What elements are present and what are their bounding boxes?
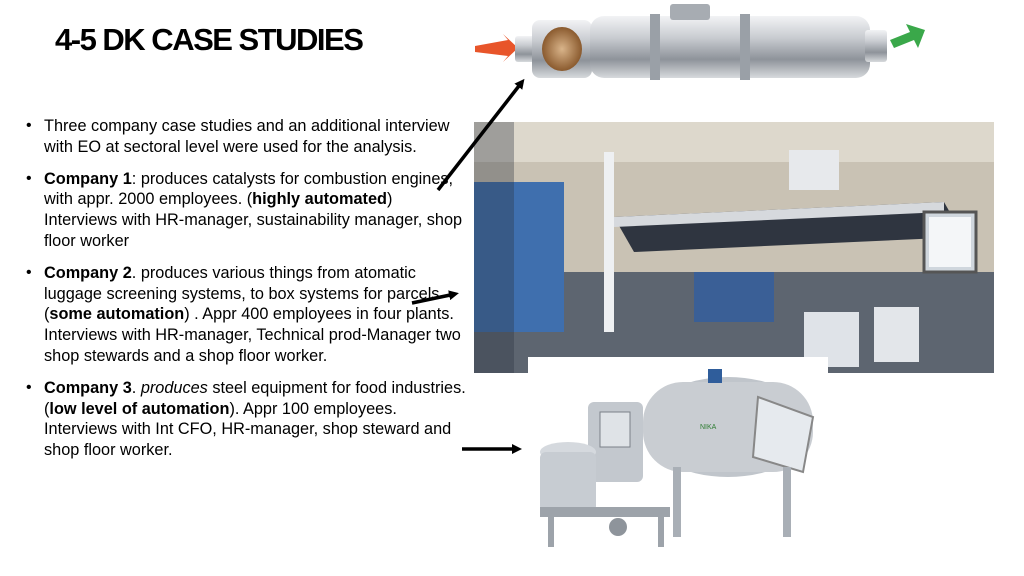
bullet-text: ) . Appr 400 employees in four plants. I… (44, 305, 461, 365)
bullet-text: Company 1 (44, 169, 132, 188)
outlet-arrow-icon (890, 24, 925, 48)
bullet-text: highly automated (252, 190, 387, 209)
bullet-item: • Three company case studies and an addit… (26, 116, 466, 158)
bullet-text: low level of automation (49, 399, 230, 418)
bullet-text: Three company case studies and an additi… (44, 117, 450, 156)
factory-floor-icon (474, 122, 994, 373)
bullet-text: Company 2 (44, 263, 132, 282)
bullet-text: ) Interviews with HR-manager, sustainabi… (44, 190, 463, 250)
bullet-text: . produces various things from atomatic … (44, 263, 440, 324)
bullet-text: ). Appr 100 employees. Interviews with I… (44, 399, 452, 460)
bullet-dot-icon: • (26, 169, 32, 187)
bullet-text: : produces catalysts for combustion engi… (44, 169, 454, 209)
factory-image (474, 122, 994, 373)
bullet-dot-icon: • (26, 378, 32, 396)
bullet-text: . (131, 378, 141, 397)
catalyst-image (470, 0, 940, 92)
bullet-item: • Company 3. produces steel equipment for… (26, 378, 466, 461)
bullet-item: • Company 1: produces catalysts for combu… (26, 169, 466, 252)
bullet-text: steel equipment for food industries. ( (44, 378, 466, 418)
bullet-item: • Company 2. produces various things from… (26, 263, 466, 367)
bullet-dot-icon: • (26, 117, 32, 134)
bullet-text: some automation (49, 305, 185, 324)
bullet-text: Company 3 (44, 378, 132, 397)
bullet-list: • Three company case studies and an addit… (26, 116, 466, 472)
slide-title: 4-5 DK CASE STUDIES (55, 22, 364, 57)
bullet-text: produces (140, 378, 208, 397)
inlet-arrow-icon (475, 34, 518, 62)
catalytic-converter-icon (475, 4, 925, 80)
steel-tanks-icon: NIKA (528, 357, 828, 573)
steel-equipment-image: NIKA (528, 357, 828, 573)
tank-label: NIKA (700, 424, 717, 431)
bullet-dot-icon: • (26, 263, 32, 281)
